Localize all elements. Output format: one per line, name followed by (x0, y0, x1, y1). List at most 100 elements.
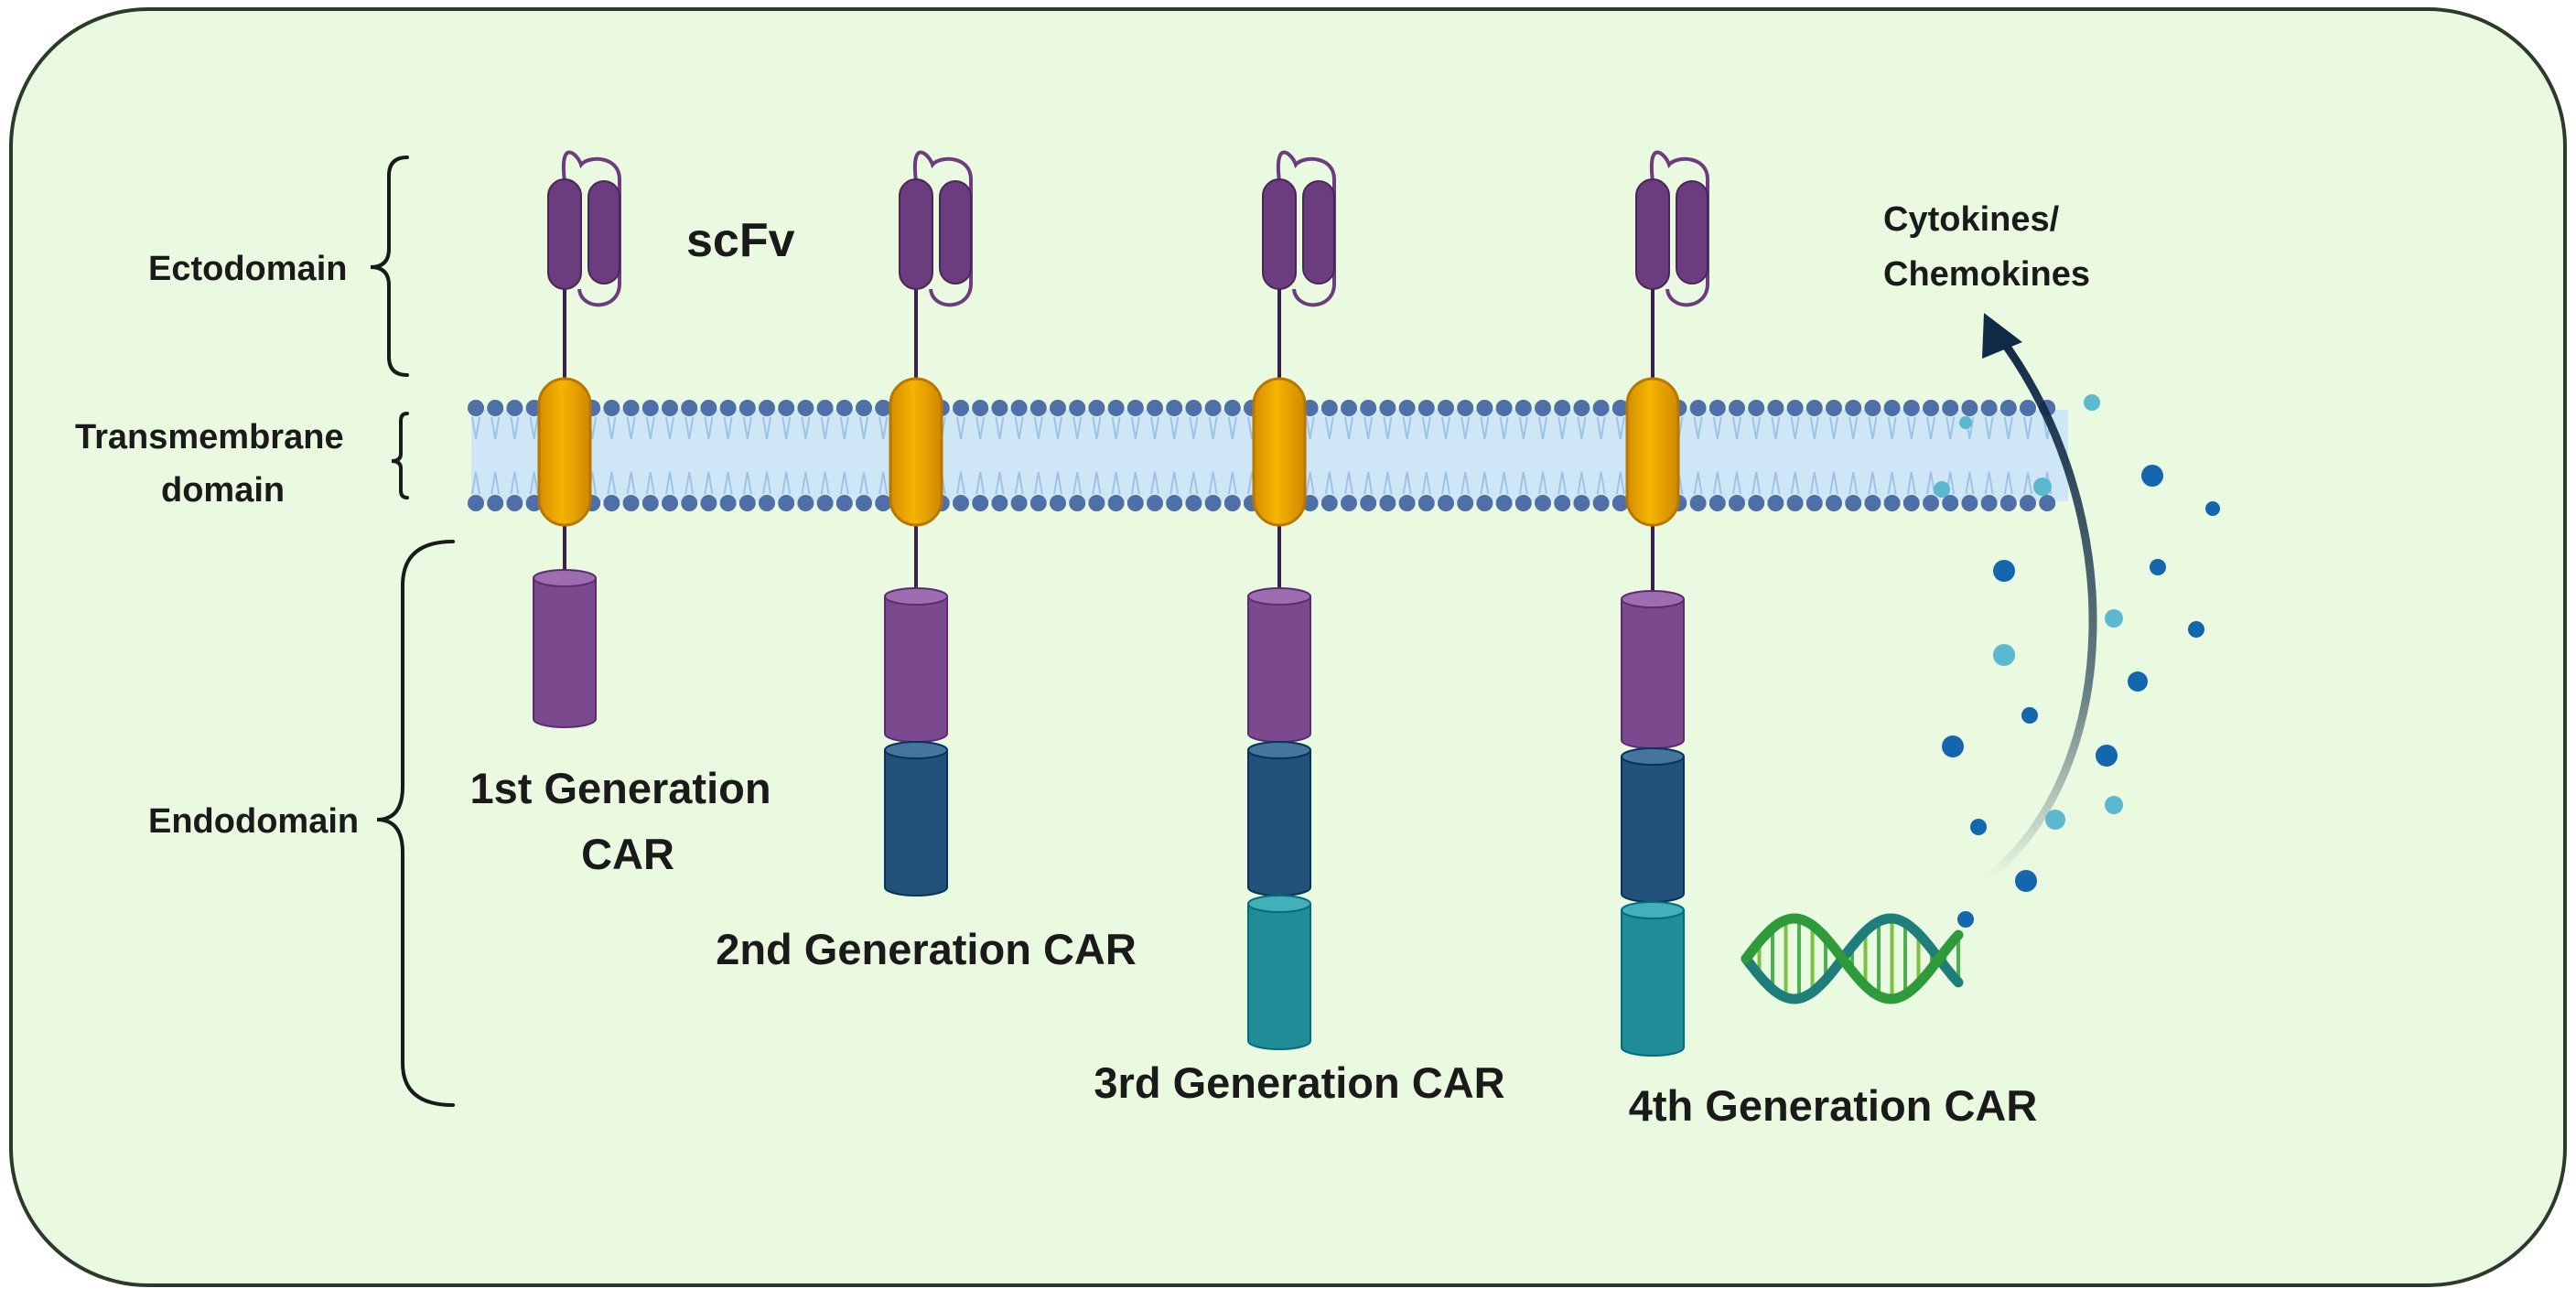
lipid-head (700, 400, 717, 416)
lipid-head (622, 400, 640, 416)
lipid-head (1495, 400, 1513, 416)
lipid-head (662, 495, 678, 511)
gen1-label: 1st Generation (469, 764, 771, 812)
lipid-tail (1538, 416, 1547, 440)
cytokine-dot (2205, 501, 2220, 516)
cytokine-dot (1993, 644, 2015, 666)
lipid-tail (1868, 416, 1878, 440)
lipid-tail (820, 471, 830, 495)
gen2-scfv-linker (912, 150, 973, 307)
secretion-arrowhead (1982, 313, 2022, 359)
lipid-tail (1324, 416, 1334, 440)
lipid-tail (1033, 471, 1043, 495)
lipid-tail (1965, 471, 1975, 495)
lipid-head (1166, 400, 1183, 416)
lipid-tail (1383, 471, 1393, 495)
lipid-tail (1518, 471, 1528, 495)
lipid-head (1573, 495, 1590, 511)
lipid-head (1107, 400, 1125, 416)
lipid-head (991, 400, 1008, 416)
gen3-signaling-domain-2 (1247, 741, 1311, 896)
lipid-head (1204, 495, 1222, 511)
lipid-head (953, 400, 969, 416)
lipid-head (1223, 400, 1241, 416)
lipid-head (1069, 400, 1086, 416)
lipid-head (856, 495, 872, 511)
lipid-tail (1111, 471, 1121, 495)
lipid-head (681, 495, 698, 511)
lipid-tail (1208, 471, 1218, 495)
lipid-head (875, 495, 892, 511)
gen3-signaling-domain-1 (1247, 587, 1311, 743)
lipid-tail (1383, 416, 1393, 440)
lipid-tail (1460, 416, 1471, 440)
lipid-head (991, 495, 1008, 511)
lipid-tail (645, 416, 655, 440)
lipid-head (487, 400, 504, 416)
lipid-tail (1615, 416, 1625, 440)
lipid-head (1535, 495, 1551, 511)
lipid-tail (1693, 471, 1703, 495)
lipid-head (1341, 400, 1357, 416)
transmembrane-bracket (391, 412, 409, 499)
lipid-head (759, 495, 775, 511)
lipid-head (1107, 495, 1125, 511)
lipid-tail (490, 471, 501, 495)
cytokine-particles (1934, 394, 2220, 928)
lipid-tail (1499, 416, 1509, 440)
lipid-head (506, 400, 523, 416)
lipid-head (1554, 400, 1571, 416)
lipid-tail (1130, 471, 1140, 495)
lipid-tail (762, 416, 771, 440)
lipid-tail (1402, 416, 1412, 440)
lipid-head (1050, 495, 1066, 511)
lipid-head (816, 495, 834, 511)
lipid-tail (1480, 471, 1490, 495)
cytokine-dot (2015, 870, 2037, 892)
lipid-tail (781, 471, 792, 495)
lipid-tail (742, 416, 752, 440)
gen4-scfv-vh (1635, 178, 1670, 290)
lipid-head (700, 495, 717, 511)
lipid-head (468, 495, 484, 511)
lipid-tail (665, 416, 674, 440)
lipid-head (1902, 400, 1920, 416)
lipid-head (1883, 495, 1901, 511)
lipid-head (1961, 495, 1978, 511)
lipid-head (1611, 400, 1629, 416)
gen1-construct (533, 150, 621, 728)
lipid-tail (1887, 416, 1897, 440)
ectodomain-bracket (370, 156, 409, 377)
lipid-head (603, 495, 620, 511)
gen2-label: 2nd Generation CAR (716, 925, 1137, 973)
ectodomain-label: Ectodomain (148, 250, 347, 288)
lipid-head (1805, 495, 1823, 511)
lipid-tail (1130, 416, 1140, 440)
lipid-tail (2003, 416, 2013, 440)
lipid-head (2020, 400, 2036, 416)
lipid-head (1923, 495, 1939, 511)
gen3-signaling-domain-2-body (1247, 750, 1311, 896)
lipid-tail (1790, 471, 1800, 495)
lipid-head (468, 400, 484, 416)
gen4-signaling-domain-2-top (1621, 747, 1685, 766)
lipid-tail (510, 471, 520, 495)
lipid-tail (975, 471, 986, 495)
lipid-tail (1751, 471, 1762, 495)
lipid-head (778, 400, 795, 416)
lipid-head (1826, 495, 1842, 511)
lipid-head (1185, 400, 1202, 416)
lipid-head (972, 400, 989, 416)
lipid-tail (1227, 471, 1237, 495)
gen1-scfv (547, 150, 621, 307)
lipid-head (797, 400, 814, 416)
cytokine-dot (2105, 609, 2123, 628)
gen4-signaling-domain-1-top (1621, 590, 1685, 608)
lipid-tail (471, 471, 480, 495)
gen3-scfv-linker (1276, 150, 1336, 307)
gen1-scfv-vh (547, 178, 582, 290)
lipid-head (1554, 495, 1571, 511)
lipid-head (1514, 495, 1532, 511)
